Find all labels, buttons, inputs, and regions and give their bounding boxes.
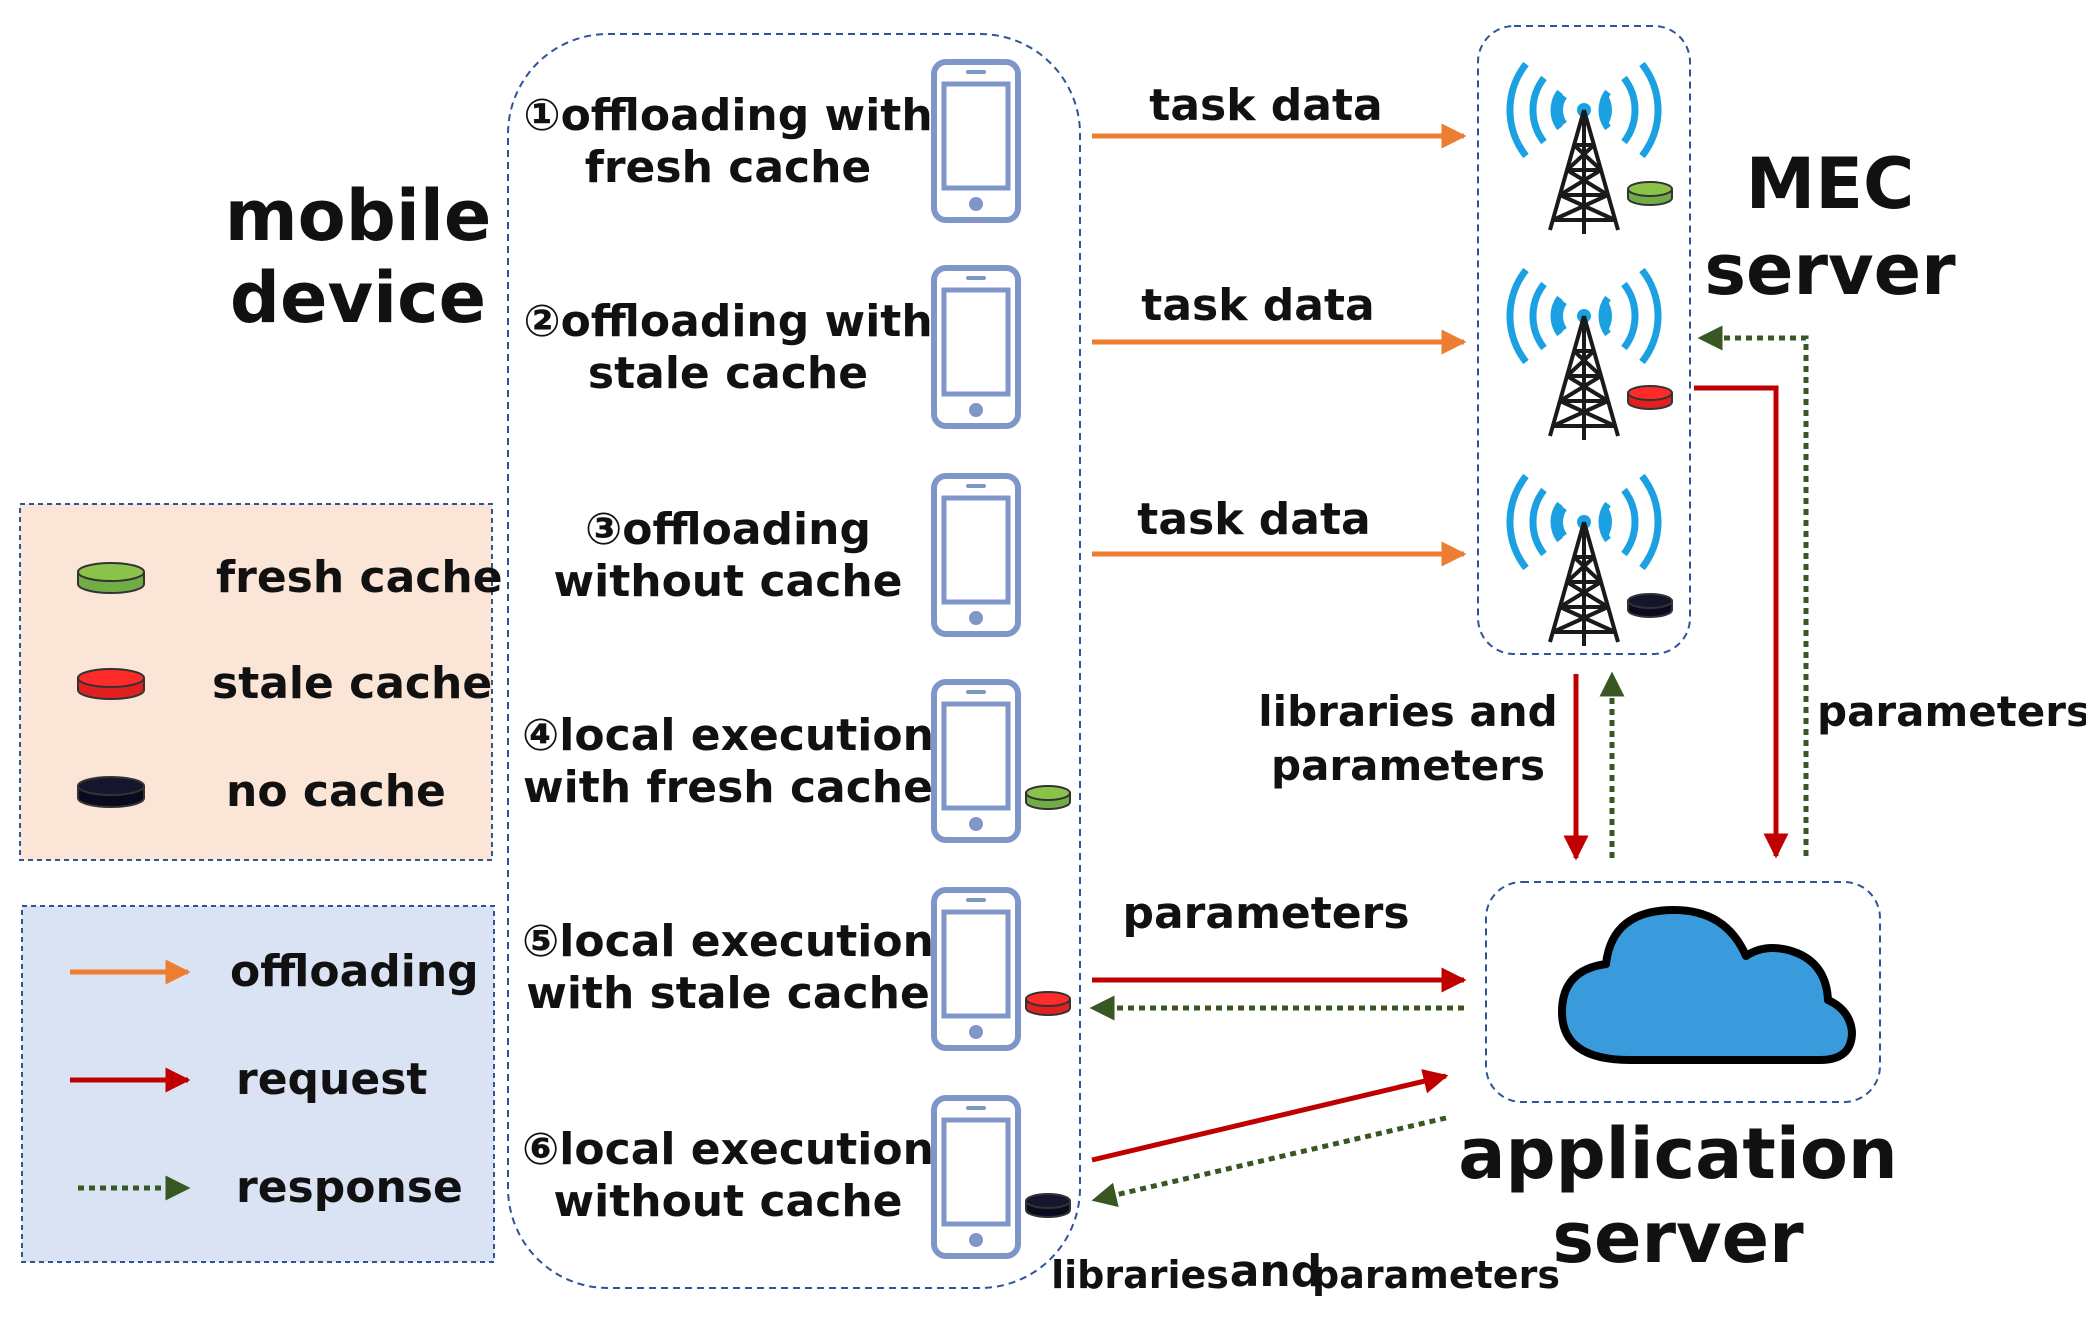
request-arrow-stale-mec-to-app bbox=[1694, 385, 1789, 859]
case-1-label-line2: fresh cache bbox=[585, 142, 872, 193]
legend-arrow-items: offloading request response bbox=[70, 946, 479, 1213]
case-5-label-line2: with stale cache bbox=[526, 968, 930, 1019]
mec-server-title-line1: MEC bbox=[1746, 143, 1915, 225]
task-data-label-2: task data bbox=[1141, 280, 1374, 331]
libraries-and-parameters-label-line1: libraries and bbox=[1258, 687, 1557, 736]
mec-tower-3 bbox=[1510, 476, 1673, 646]
cell-tower-icon bbox=[1510, 476, 1658, 646]
parameters-label-bottom: parameters bbox=[1312, 1253, 1560, 1297]
task-data-label-1: task data bbox=[1149, 80, 1382, 131]
legend-cache-items: fresh cache stale cache no cache bbox=[77, 552, 503, 817]
legend-fresh-cache-icon bbox=[77, 562, 145, 594]
application-server-group bbox=[1485, 881, 1881, 1103]
task-data-label-3: task data bbox=[1137, 494, 1370, 545]
response-arrow-app-to-stale-mec bbox=[1697, 325, 1809, 856]
case-2: ②offloading with stale cache bbox=[523, 268, 1018, 426]
legend-arrows-box bbox=[21, 905, 495, 1263]
legend-stale-cache-label: stale cache bbox=[212, 658, 492, 709]
mobile-device-title-line1: mobile bbox=[225, 175, 492, 257]
response-arrow-app-to-nocache-device bbox=[1091, 1115, 1447, 1208]
parameters-label-mec-app: parameters bbox=[1817, 687, 2086, 736]
case-3-label-line2: without cache bbox=[553, 556, 902, 607]
case-6: ⑥local execution without cache bbox=[522, 1098, 1071, 1256]
application-server-title-line2: server bbox=[1552, 1197, 1804, 1279]
mec-tower-1 bbox=[1510, 64, 1673, 234]
no-cache-icon bbox=[1627, 593, 1673, 618]
legend-response-label: response bbox=[236, 1162, 463, 1213]
case-1: ①offloading with fresh cache bbox=[523, 62, 1018, 220]
case-4-label-line1: ④local execution bbox=[522, 710, 934, 761]
no-cache-icon bbox=[1025, 1193, 1071, 1218]
mobile-device-group bbox=[507, 33, 1081, 1289]
legend-stale-cache-icon bbox=[77, 668, 145, 700]
and-label-bottom: and bbox=[1230, 1246, 1323, 1297]
mec-tower-2 bbox=[1510, 270, 1673, 440]
case-6-label-line1: ⑥local execution bbox=[522, 1124, 934, 1175]
mobile-device-title-line2: device bbox=[230, 257, 486, 339]
application-server-title-line1: application bbox=[1458, 1113, 1898, 1195]
case-5: ⑤local execution with stale cache bbox=[522, 890, 1071, 1048]
case-4: ④local execution with fresh cache bbox=[522, 682, 1071, 840]
parameters-label-local: parameters bbox=[1122, 888, 1409, 939]
legend-offloading-label: offloading bbox=[230, 946, 479, 997]
legend-fresh-cache-label: fresh cache bbox=[216, 552, 503, 603]
cell-tower-icon bbox=[1510, 270, 1658, 440]
smartphone-icon bbox=[934, 890, 1018, 1048]
case-2-label-line2: stale cache bbox=[588, 348, 868, 399]
case-4-label-line2: with fresh cache bbox=[523, 762, 933, 813]
case-3-label-line1: ③offloading bbox=[585, 504, 871, 555]
case-1-label-line1: ①offloading with bbox=[523, 90, 932, 141]
cloud-icon bbox=[1558, 906, 1856, 1064]
mec-server-title-line2: server bbox=[1704, 229, 1956, 311]
fresh-cache-icon bbox=[1025, 785, 1071, 810]
case-2-label-line1: ②offloading with bbox=[523, 296, 932, 347]
case-3: ③offloading without cache bbox=[553, 476, 1018, 634]
legend-no-cache-icon bbox=[77, 776, 145, 808]
fresh-cache-icon bbox=[1627, 181, 1673, 206]
smartphone-icon bbox=[934, 62, 1018, 220]
legend-request-label: request bbox=[236, 1054, 427, 1105]
request-arrow-nocache-device-to-app bbox=[1091, 1069, 1449, 1163]
smartphone-icon bbox=[934, 682, 1018, 840]
cell-tower-icon bbox=[1510, 64, 1658, 234]
smartphone-icon bbox=[934, 1098, 1018, 1256]
libraries-label-bottom: libraries bbox=[1051, 1253, 1229, 1297]
case-6-label-line2: without cache bbox=[553, 1176, 902, 1227]
libraries-and-parameters-label-line2: parameters bbox=[1271, 741, 1545, 790]
stale-cache-icon bbox=[1627, 385, 1673, 410]
mec-server-group bbox=[1477, 25, 1691, 655]
stale-cache-icon bbox=[1025, 991, 1071, 1016]
smartphone-icon bbox=[934, 268, 1018, 426]
smartphone-icon bbox=[934, 476, 1018, 634]
case-5-label-line1: ⑤local execution bbox=[522, 916, 934, 967]
legend-no-cache-label: no cache bbox=[226, 766, 446, 817]
